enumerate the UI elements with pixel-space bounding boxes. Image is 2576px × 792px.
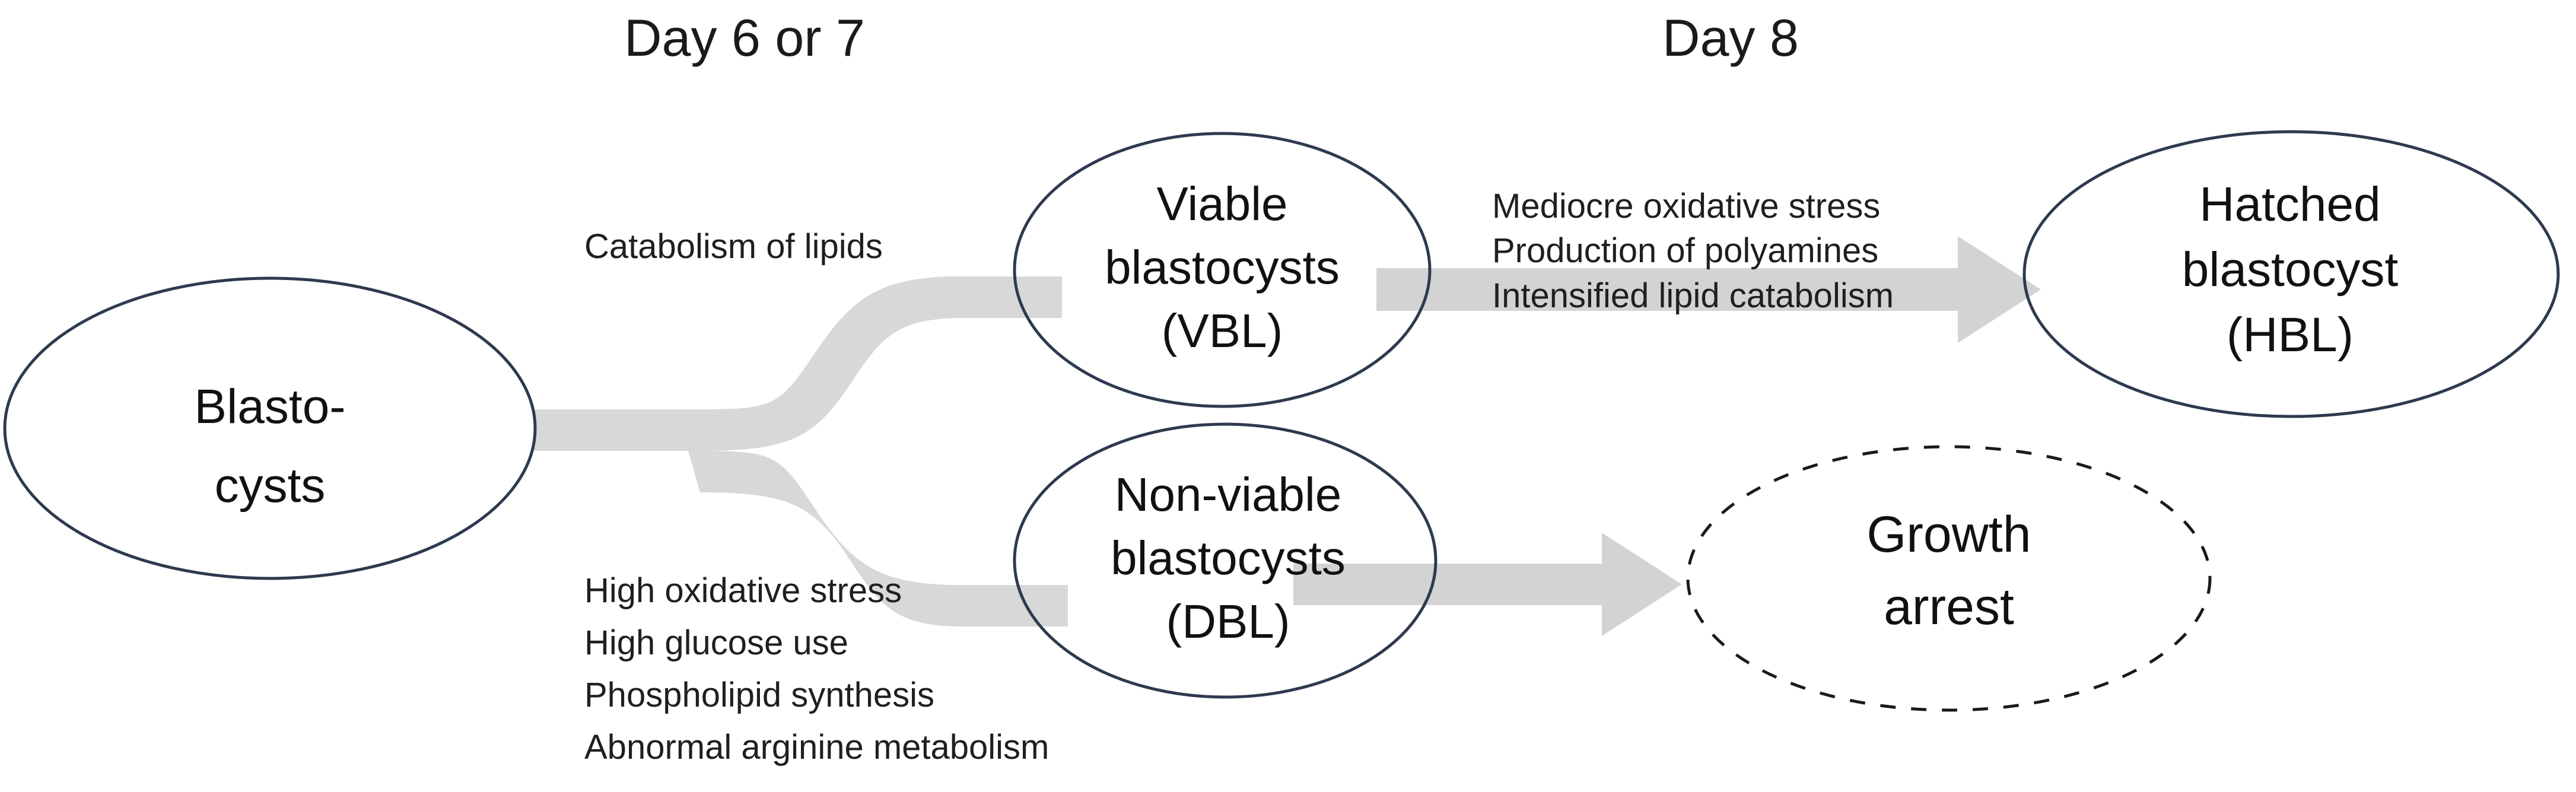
node-label-non-viable-blastocysts-line-1: Non-viable xyxy=(1114,468,1342,521)
node-label-growth-arrest-line-2: arrest xyxy=(1884,578,2014,636)
edge-annotation-non-viable-factors-line-2: High glucose use xyxy=(584,624,848,663)
node-blastocysts[interactable] xyxy=(3,276,537,580)
node-label-viable-blastocysts: Viable blastocysts (VBL) xyxy=(1015,172,1430,363)
node-label-non-viable-blastocysts: Non-viable blastocysts (DBL) xyxy=(1009,463,1448,654)
edge-annotation-non-viable-factors-line-3: Phospholipid synthesis xyxy=(584,676,935,715)
node-non-viable-blastocysts[interactable] xyxy=(1013,422,1438,699)
node-label-non-viable-blastocysts-line-3: (DBL) xyxy=(1166,595,1290,648)
node-label-hatched-blastocyst-line-1: Hatched xyxy=(2199,177,2381,231)
node-label-non-viable-blastocysts-line-2: blastocysts xyxy=(1111,532,1346,585)
node-label-hatched-blastocyst-line-2: blastocyst xyxy=(2181,242,2399,297)
node-label-viable-blastocysts-line-2: blastocysts xyxy=(1105,241,1340,294)
node-label-viable-blastocysts-line-1: Viable xyxy=(1156,177,1288,230)
node-growth-arrest[interactable] xyxy=(1686,445,2212,712)
edge-annotation-viable-to-hatched-line-2: Production of polyamines xyxy=(1492,231,1879,271)
node-label-blastocysts-line-1: Blasto- xyxy=(194,380,346,434)
node-label-blastocysts: Blasto- cysts xyxy=(53,368,486,526)
node-hatched-blastocyst[interactable] xyxy=(2022,130,2560,418)
node-label-growth-arrest: Growth arrest xyxy=(1741,498,2157,643)
edge-branch-non-viable xyxy=(688,451,1068,626)
node-label-growth-arrest-line-1: Growth xyxy=(1866,506,2031,563)
edge-branch-viable xyxy=(688,276,1062,451)
node-viable-blastocysts[interactable] xyxy=(1013,132,1432,408)
edge-trunk xyxy=(528,409,700,451)
arrow-viable-to-hatched xyxy=(1376,236,2041,343)
node-label-blastocysts-line-2: cysts xyxy=(214,458,326,513)
phase-header-day-6-or-7: Day 6 or 7 xyxy=(624,8,865,67)
edge-blastocysts-split xyxy=(528,276,1068,626)
edge-non-viable-to-growth-arrest xyxy=(1293,533,1682,636)
edge-annotation-viable-to-hatched-line-3: Intensified lipid catabolism xyxy=(1492,276,1894,315)
edge-annotation-non-viable-factors: High oxidative stress High glucose use P… xyxy=(584,565,1049,774)
phase-header-day-8: Day 8 xyxy=(1662,8,1799,67)
edge-annotation-catabolism-of-lipids: Catabolism of lipids xyxy=(584,224,883,269)
edge-annotation-viable-to-hatched: Mediocre oxidative stress Production of … xyxy=(1492,184,1894,318)
node-label-viable-blastocysts-line-3: (VBL) xyxy=(1161,304,1283,358)
edge-viable-to-hatched xyxy=(1376,236,2041,343)
edge-annotation-viable-to-hatched-line-1: Mediocre oxidative stress xyxy=(1492,187,1881,225)
node-label-hatched-blastocyst: Hatched blastocyst (HBL) xyxy=(2065,172,2515,368)
edge-annotation-non-viable-factors-line-1: High oxidative stress xyxy=(584,571,902,610)
node-label-hatched-blastocyst-line-3: (HBL) xyxy=(2226,307,2354,362)
arrow-non-viable-to-growth-arrest xyxy=(1293,533,1682,636)
edge-annotation-non-viable-factors-line-4: Abnormal arginine metabolism xyxy=(584,728,1050,767)
edge-annotation-catabolism-of-lipids-line-1: Catabolism of lipids xyxy=(584,227,883,266)
